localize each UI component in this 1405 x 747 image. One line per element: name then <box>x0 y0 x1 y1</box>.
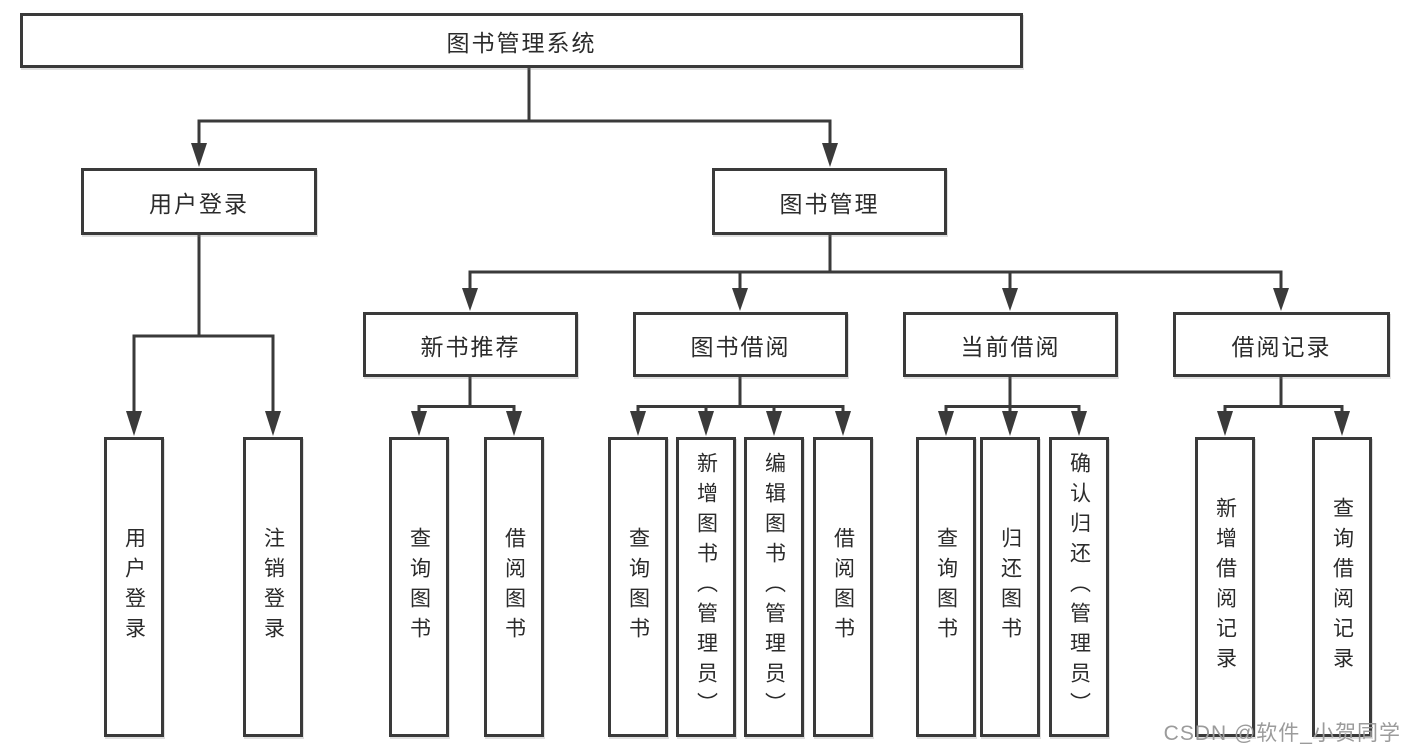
leaf-add-borrow-record: 新增借阅记录 <box>1195 437 1255 737</box>
node-book-borrowing: 图书借阅 <box>633 312 848 377</box>
connector-current-borrowing-children <box>938 376 1087 436</box>
leaf-query-books-borrowing: 查询图书 <box>608 437 668 737</box>
leaf-logout: 注销登录 <box>243 437 303 737</box>
connector-book-borrowing-children <box>630 376 851 436</box>
node-user-login: 用户登录 <box>81 168 317 235</box>
leaf-borrow-books-recommend: 借阅图书 <box>484 437 544 737</box>
connector-book-management-children <box>462 233 1289 311</box>
leaf-borrow-books: 借阅图书 <box>813 437 873 737</box>
node-borrowing-records: 借阅记录 <box>1173 312 1390 377</box>
leaf-confirm-return-admin: 确认归还（管理员） <box>1049 437 1109 737</box>
node-book-management: 图书管理 <box>712 168 947 235</box>
connector-borrowing-records-children <box>1217 376 1350 436</box>
connector-new-book-recommendation-children <box>411 376 522 436</box>
connector-root-to-level2 <box>191 68 838 167</box>
leaf-user-login: 用户登录 <box>104 437 164 737</box>
leaf-query-borrow-record: 查询借阅记录 <box>1312 437 1372 737</box>
leaf-edit-books-admin: 编辑图书（管理员） <box>744 437 804 737</box>
node-new-book-recommendation: 新书推荐 <box>363 312 578 377</box>
node-current-borrowing: 当前借阅 <box>903 312 1118 377</box>
node-library-management-system: 图书管理系统 <box>20 13 1023 68</box>
leaf-query-books-current: 查询图书 <box>916 437 976 737</box>
leaf-query-books-recommend: 查询图书 <box>389 437 449 737</box>
connector-user-login-children <box>126 233 281 436</box>
leaf-add-books-admin: 新增图书（管理员） <box>676 437 736 737</box>
leaf-return-books: 归还图书 <box>980 437 1040 737</box>
